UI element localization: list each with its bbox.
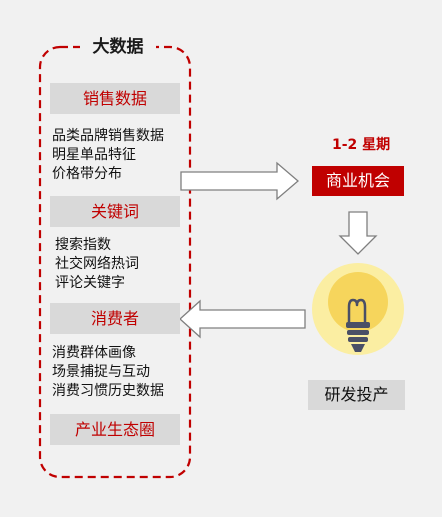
down-arrow (338, 211, 378, 255)
timeline-label: 1-2 星期 (332, 137, 391, 153)
list-item: 搜索指数 (55, 237, 111, 253)
rnd-production-box: 研发投产 (308, 380, 405, 410)
big-data-title: 大数据 (80, 36, 156, 58)
list-item: 场景捕捉与互动 (52, 364, 150, 380)
lightbulb-icon (312, 263, 404, 355)
opportunity-box: 商业机会 (312, 166, 404, 196)
sales-data-list: 品类品牌销售数据 明星单品特征 价格带分布 (52, 127, 164, 184)
right-arrow (180, 161, 299, 201)
keywords-label: 关键词 (50, 196, 180, 227)
list-item: 消费群体画像 (52, 345, 136, 361)
sales-data-label: 销售数据 (50, 83, 180, 114)
list-item: 明星单品特征 (52, 147, 136, 163)
list-item: 社交网络热词 (55, 256, 139, 272)
consumers-list: 消费群体画像 场景捕捉与互动 消费习惯历史数据 (52, 344, 164, 401)
keywords-list: 搜索指数 社交网络热词 评论关键字 (55, 236, 139, 293)
industry-ecosystem-label: 产业生态圈 (50, 414, 180, 445)
list-item: 价格带分布 (52, 166, 122, 182)
left-arrow (179, 299, 306, 339)
list-item: 消费习惯历史数据 (52, 383, 164, 399)
list-item: 评论关键字 (55, 275, 125, 291)
consumers-label: 消费者 (50, 303, 180, 334)
list-item: 品类品牌销售数据 (52, 128, 164, 144)
